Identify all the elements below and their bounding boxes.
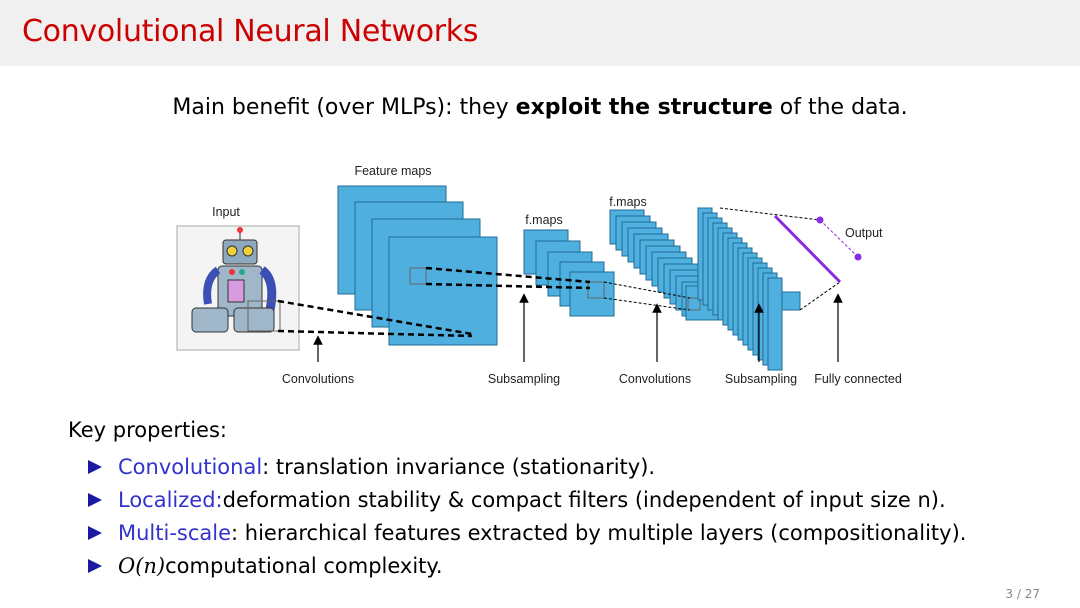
input-receptive-field (247, 300, 281, 332)
page-number: 3 / 27 (1005, 587, 1040, 601)
bullet-text: : translation invariance (stationarity). (262, 454, 656, 479)
f-maps-stack-1 (523, 229, 615, 317)
output-dash (819, 219, 859, 258)
bullet-keyword: O(n) (118, 553, 166, 578)
intro-prefix: Main benefit (over MLPs): they (172, 95, 516, 120)
stage-label-convolutions-2: Convolutions (619, 372, 691, 386)
fc-dash-2 (799, 281, 841, 311)
list-item: Localized: deformation stability & compa… (88, 483, 966, 516)
bullet-triangle-icon (88, 492, 102, 507)
stage-label-convolutions-1: Convolutions (282, 372, 354, 386)
dash-line-1 (277, 299, 473, 336)
list-item: O(n) computational complexity. (88, 549, 966, 582)
intro-emphasis: exploit the structure (515, 95, 773, 120)
fully-connected-layer (773, 214, 842, 284)
bullet-text: : hierarchical features extracted by mul… (231, 520, 967, 545)
stage-label-fully-connected: Fully connected (814, 372, 902, 386)
conv-patch-1 (409, 267, 427, 285)
feature-maps-label: Feature maps (354, 164, 431, 178)
fc-dash-1 (719, 207, 821, 221)
key-properties-list: Convolutional: translation invariance (s… (88, 450, 966, 582)
robot-icon (191, 227, 277, 333)
title-bar: Convolutional Neural Networks (0, 0, 1080, 66)
stage-label-subsampling-2: Subsampling (725, 372, 797, 386)
bullet-keyword: Convolutional (118, 454, 263, 479)
bullet-text: computational complexity. (165, 553, 443, 578)
bullet-text: deformation stability & compact filters … (222, 487, 946, 512)
dash-line-5 (603, 281, 691, 299)
dash-line-4 (425, 282, 591, 290)
subsampled-maps-stack (697, 207, 801, 371)
bullet-keyword: Multi-scale (118, 520, 232, 545)
input-label: Input (212, 205, 240, 219)
bullet-keyword: Localized: (118, 487, 223, 512)
bullet-triangle-icon (88, 558, 102, 573)
conv-patch-2 (587, 281, 605, 299)
dash-line-6 (603, 297, 691, 311)
intro-suffix: of the data. (772, 95, 908, 120)
list-item: Convolutional: translation invariance (s… (88, 450, 966, 483)
slide-title: Convolutional Neural Networks (22, 14, 479, 49)
stage-label-subsampling-1: Subsampling (488, 372, 560, 386)
dash-line-2 (277, 329, 473, 338)
bullet-triangle-icon (88, 525, 102, 540)
output-node-1 (816, 216, 824, 224)
key-properties-heading: Key properties: (68, 418, 227, 442)
f-maps-label-2: f.maps (609, 195, 647, 209)
bullet-triangle-icon (88, 459, 102, 474)
list-item: Multi-scale: hierarchical features extra… (88, 516, 966, 549)
output-node-2 (854, 253, 862, 261)
output-label: Output (845, 226, 883, 240)
f-maps-label-1: f.maps (525, 213, 563, 227)
conv-patch-3 (687, 297, 701, 311)
dash-line-3 (425, 266, 591, 284)
cnn-diagram: Input Feature maps f.maps f.maps (176, 164, 902, 386)
intro-sentence: Main benefit (over MLPs): they exploit t… (0, 95, 1080, 120)
feature-maps-stack (337, 185, 498, 346)
